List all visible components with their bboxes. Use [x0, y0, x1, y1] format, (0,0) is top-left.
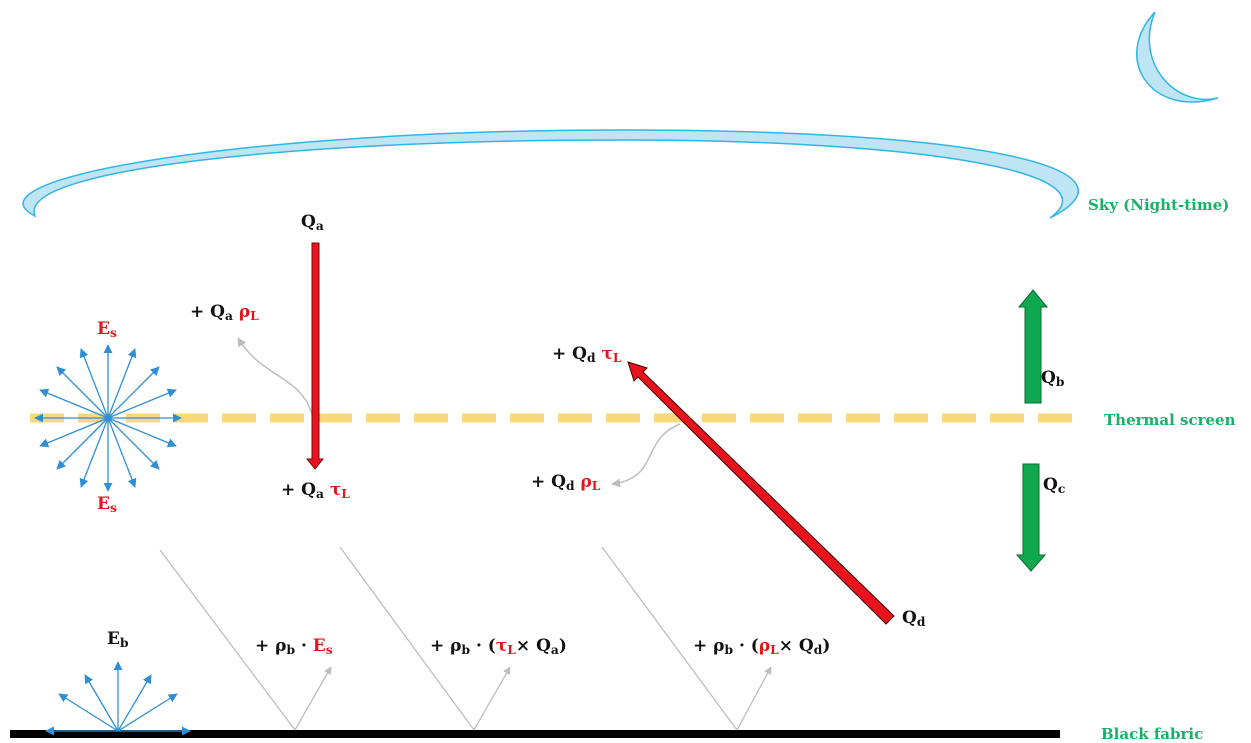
fabric-term-qa: + ρb · (τL× Qa): [430, 636, 567, 658]
qa-arrow: [305, 242, 325, 470]
screen-emission-arrows: [34, 344, 182, 492]
qa-reflection-curve: [237, 337, 313, 415]
qd-reflected-term: + Qd ρL: [531, 472, 601, 494]
qd-reflection-curve: [611, 423, 681, 488]
qa-label: Qa: [301, 212, 324, 234]
qb-arrow: [1017, 289, 1049, 404]
qb-label: Qb: [1041, 368, 1065, 390]
sky-label: Sky (Night-time): [1088, 196, 1230, 214]
eb-label: Eb: [107, 629, 129, 651]
fabric-term-qd: + ρb · (ρL× Qd): [693, 636, 831, 658]
crescent-moon-icon: [1136, 11, 1219, 103]
fabric-reflection-lines: [159, 546, 772, 731]
qc-label: Qc: [1043, 475, 1066, 497]
qc-arrow: [1015, 463, 1047, 572]
black-fabric-label: Black fabric: [1101, 725, 1204, 743]
sky-dome-arc: [22, 129, 1080, 219]
thermal-screen-label: Thermal screen: [1104, 411, 1236, 429]
qd-transmitted-term: + Qd τL: [552, 344, 622, 366]
qd-arrow: [627, 361, 895, 625]
qd-label: Qd: [902, 608, 926, 630]
fabric-emission-arrows: [45, 661, 191, 736]
qa-transmitted-term: + Qa τL: [281, 480, 350, 502]
qa-reflected-term: + Qa ρL: [190, 302, 259, 324]
es-bottom-label: Es: [97, 494, 117, 516]
es-top-label: Es: [97, 319, 117, 341]
fabric-term-es: + ρb · Es: [255, 636, 333, 658]
